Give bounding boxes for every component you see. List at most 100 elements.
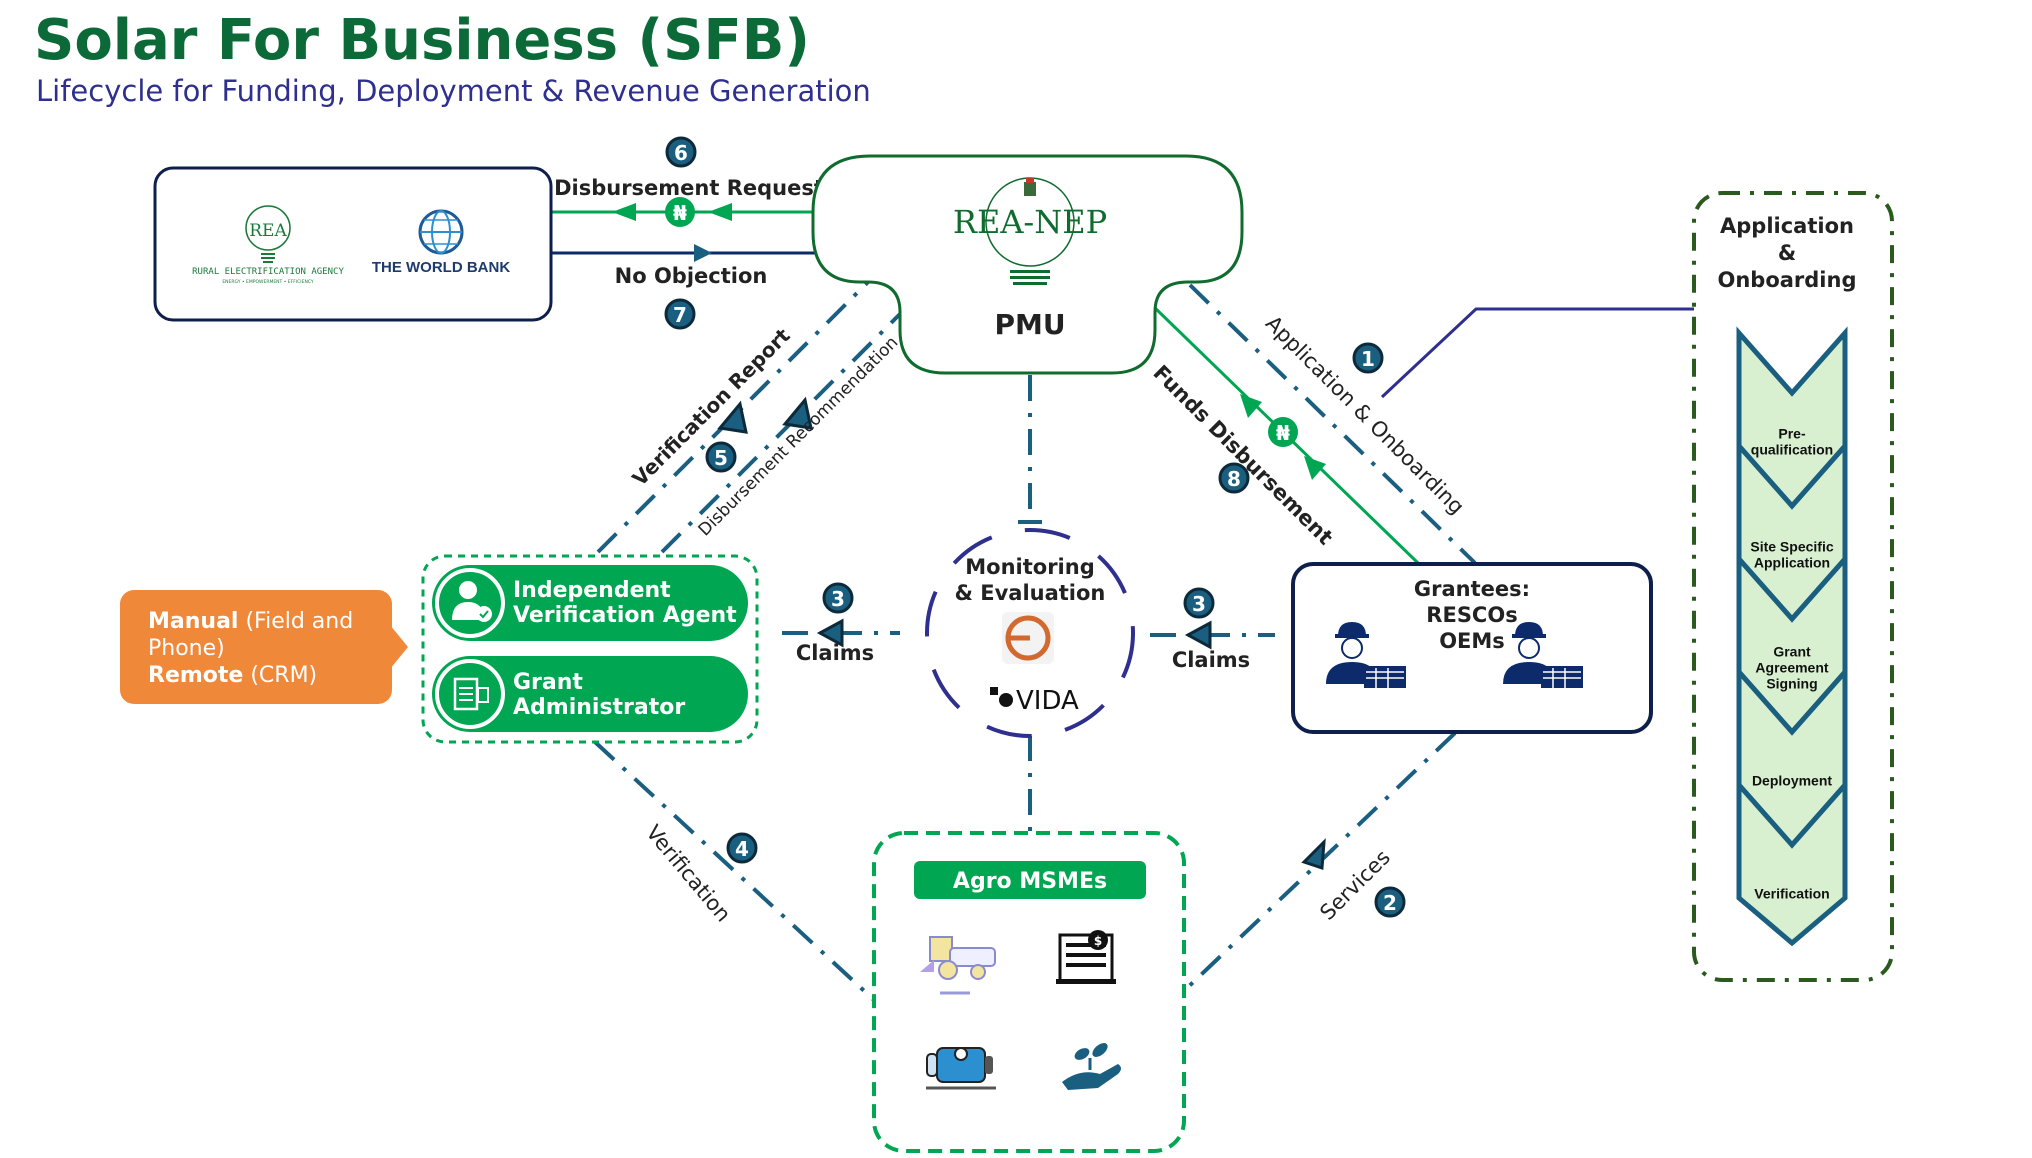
step-6-badge: 6	[665, 136, 697, 168]
monitoring-evaluation-node: Monitoring & Evaluation VIDA	[925, 528, 1135, 738]
claims-right-label: Claims	[1172, 648, 1250, 672]
no-objection-label: No Objection	[615, 264, 768, 288]
independent-verification-agent[interactable]: Independent Verification Agent	[432, 565, 748, 641]
rea-logo: REA RURAL ELECTRIFICATION AGENCY ENERGY …	[192, 205, 344, 285]
step-4-badge: 4	[726, 832, 758, 864]
services-flow	[1183, 731, 1457, 992]
onboarding-panel: Application & Onboarding Pre-qualificati…	[1692, 191, 1894, 982]
claims-left-flow	[782, 618, 900, 648]
arrow-left-icon	[612, 203, 636, 221]
svg-text:Grantees:: Grantees:	[1414, 577, 1530, 601]
svg-text:$: $	[1094, 934, 1102, 948]
claims-left-label: Claims	[796, 641, 874, 665]
svg-text:4: 4	[735, 837, 749, 861]
rea-nep-logo: REA-NEP	[953, 177, 1107, 285]
step-7-badge: 7	[664, 298, 696, 330]
svg-text:1: 1	[1361, 347, 1375, 371]
claims-right-flow	[1150, 620, 1275, 650]
naira-coin-icon: ₦	[1268, 417, 1298, 447]
manual-rest: (Field and Phone)	[148, 609, 354, 661]
onboarding-step-label: Grant	[1773, 644, 1811, 660]
svg-text:THE WORLD BANK: THE WORLD BANK	[372, 259, 510, 276]
bank-building-icon: $	[1056, 930, 1116, 984]
onboarding-step-label: Pre-	[1778, 426, 1806, 442]
manual-bold: Manual	[148, 609, 239, 634]
step-3-left-badge: 3	[822, 582, 854, 614]
pmu-node: REA-NEP PMU	[811, 154, 1244, 375]
naira-coin-icon: ₦	[665, 197, 695, 227]
svg-text:ENERGY • EMPOWERMENT • EFFICIE: ENERGY • EMPOWERMENT • EFFICIENCY	[222, 279, 314, 285]
document-money-icon	[453, 677, 489, 711]
manual-remote-callout: Manual (Field and Phone) Remote (CRM)	[120, 590, 392, 704]
svg-text:₦: ₦	[673, 201, 687, 225]
world-bank-logo: THE WORLD BANK	[372, 209, 510, 276]
svg-text:RURAL ELECTRIFICATION AGENCY: RURAL ELECTRIFICATION AGENCY	[192, 267, 344, 277]
pmu-label: PMU	[994, 308, 1065, 341]
grant-administrator[interactable]: Grant Administrator	[432, 656, 748, 732]
svg-text:VIDA: VIDA	[1016, 686, 1079, 716]
onboarding-step-label: qualification	[1751, 442, 1833, 458]
no-objection-flow	[552, 244, 815, 262]
verified-person-icon	[452, 581, 492, 622]
svg-text:& Evaluation: & Evaluation	[955, 581, 1106, 605]
svg-text:3: 3	[831, 587, 845, 611]
disbursement-recommendation-flow	[660, 312, 902, 554]
funds-disbursement-label: Funds Disbursement	[1148, 361, 1337, 550]
svg-text:8: 8	[1227, 467, 1241, 491]
engineer-solar-panel-icon	[1326, 622, 1406, 688]
svg-text:Monitoring: Monitoring	[965, 555, 1094, 579]
agro-msmes-box: Agro MSMEs $	[872, 831, 1186, 1153]
arrow-left-icon	[1184, 620, 1212, 650]
coat-of-arms-icon	[1024, 178, 1036, 196]
onboarding-panel-connector	[1380, 307, 1695, 399]
svg-text:Independent: Independent	[513, 578, 671, 603]
svg-text:&: &	[1778, 241, 1796, 265]
engineer-solar-panel-icon	[1503, 622, 1583, 688]
arrow-down-right-icon	[1240, 394, 1262, 418]
arrow-right-icon	[694, 244, 712, 262]
arrow-left-icon	[708, 203, 732, 221]
arrow-up-right-icon	[782, 396, 813, 430]
agro-msmes-title-bar	[914, 861, 1146, 899]
step-8-badge: 8	[1218, 462, 1250, 494]
page-subtitle: Lifecycle for Funding, Deployment & Reve…	[36, 74, 871, 108]
onboarding-step: Verification	[1736, 778, 1848, 947]
onboarding-step-label: Verification	[1754, 886, 1829, 902]
plant-in-hand-icon	[1062, 1043, 1121, 1090]
harvester-icon	[920, 936, 996, 995]
evaluation-logo-icon	[1002, 612, 1054, 664]
svg-text:REA-NEP: REA-NEP	[953, 203, 1107, 241]
svg-text:Grant: Grant	[513, 670, 583, 695]
onboarding-step-label: Signing	[1766, 676, 1817, 692]
disbursement-recommendation-label: Disbursement Recommendation	[695, 333, 903, 541]
arrow-up-right-icon	[717, 400, 748, 434]
svg-text:OEMs: OEMs	[1439, 629, 1505, 653]
svg-text:₦: ₦	[1276, 421, 1290, 445]
onboarding-step-label: Agreement	[1755, 660, 1828, 676]
onboarding-step-label: Application	[1754, 555, 1830, 571]
svg-text:6: 6	[674, 141, 688, 165]
application-onboarding-flow	[1188, 283, 1477, 565]
svg-text:Administrator: Administrator	[513, 695, 685, 720]
arrow-down-right-icon	[1304, 456, 1326, 480]
svg-text:Verification Agent: Verification Agent	[513, 603, 737, 628]
onboarding-step-label: Deployment	[1752, 773, 1832, 789]
step-2-badge: 2	[1374, 886, 1406, 918]
agents-group: Independent Verification Agent Grant Adm…	[421, 554, 759, 744]
globe-icon	[418, 209, 464, 255]
funders-box: REA RURAL ELECTRIFICATION AGENCY ENERGY …	[153, 166, 553, 322]
verification-label: Verification	[641, 821, 735, 927]
svg-text:2: 2	[1383, 891, 1397, 915]
funds-disbursement-flow: ₦	[1153, 306, 1420, 565]
step-1-badge: 1	[1352, 342, 1384, 374]
svg-text:3: 3	[1192, 592, 1206, 616]
disbursement-request-label: Disbursement Request	[554, 176, 824, 200]
svg-text:Onboarding: Onboarding	[1717, 268, 1856, 292]
vida-logo: VIDA	[990, 686, 1079, 716]
disbursement-request-flow: ₦	[552, 197, 815, 227]
step-3-right-badge: 3	[1183, 587, 1215, 619]
pmu-monitoring-link	[1018, 375, 1042, 524]
svg-text:7: 7	[673, 303, 687, 327]
remote-rest: (CRM)	[243, 663, 318, 688]
